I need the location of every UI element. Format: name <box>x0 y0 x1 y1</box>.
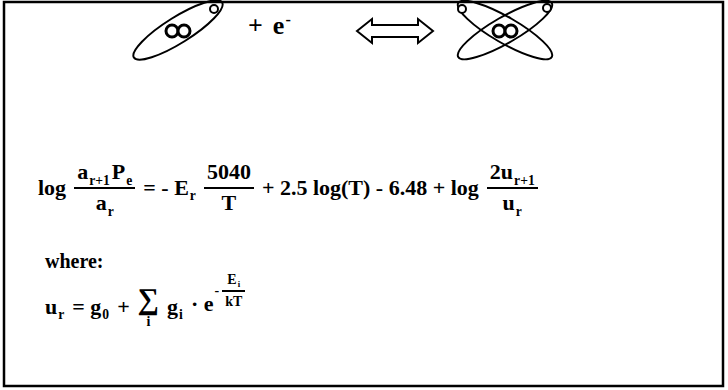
formula-text: 2u <box>490 160 513 184</box>
formula-text: P <box>112 160 125 184</box>
numerator: Ei <box>224 272 243 290</box>
formula-text: where: <box>45 250 104 272</box>
denominator: ar <box>74 187 135 215</box>
formula-text: 0 <box>102 307 109 322</box>
formula-row: ur= g0+∑igi· e-EikT <box>45 284 245 329</box>
formula-text: r <box>516 204 522 219</box>
formula-text: i <box>179 307 183 322</box>
formula-text: r <box>58 307 64 322</box>
numerator: 5040 <box>204 160 254 187</box>
formula-text: i <box>238 280 240 290</box>
formula-text: ∑ <box>138 284 159 314</box>
denominator: T <box>204 187 254 215</box>
denominator: ur <box>487 187 538 215</box>
formula-text: u <box>45 295 57 319</box>
formula-text: = g <box>72 295 101 319</box>
formula-text: + 2.5 log(T) - 6.48 + log <box>262 176 479 200</box>
formula-text: + <box>117 295 130 319</box>
formula-term: Pe <box>112 160 133 184</box>
fraction: ar+1Pear <box>74 160 135 215</box>
formula-term: gi <box>167 295 183 319</box>
formula-row: + e- <box>248 12 291 41</box>
formula-text: r <box>190 188 196 203</box>
formula-term: Ei <box>227 272 240 287</box>
formula-term: ur <box>503 191 522 215</box>
formula-term: · e-EikT <box>191 288 245 326</box>
formula-text: = - E <box>143 176 189 200</box>
formula-text: u <box>503 191 515 215</box>
formula-text: 5040 <box>207 160 251 184</box>
numerator: 2ur+1 <box>487 160 538 187</box>
formula-text: T <box>222 191 237 215</box>
formula-text: kT <box>225 294 242 309</box>
formula-text: log <box>38 176 66 200</box>
formula-text: - <box>285 11 290 29</box>
formula-text: i <box>146 314 150 329</box>
denominator: kT <box>222 290 245 309</box>
formula-row: logar+1Pear= - Er5040T+ 2.5 log(T) - 6.4… <box>38 160 538 215</box>
formula-text: e <box>126 173 132 188</box>
summation: ∑i <box>138 284 159 329</box>
formula-term: ar+1 <box>77 160 110 184</box>
fraction: 2ur+1 ur <box>487 160 538 215</box>
formula-term: e- <box>273 12 291 41</box>
ion-atom <box>127 0 229 69</box>
fraction: Ei kT <box>222 272 245 310</box>
exponent: -Ei kT <box>215 272 246 310</box>
formula-term: ar <box>96 191 114 215</box>
formula-text: + <box>248 12 263 41</box>
formula-text: g <box>167 295 178 319</box>
frame <box>4 2 723 386</box>
numerator: ar+1Pe <box>74 160 135 187</box>
formula-text: E <box>227 272 236 287</box>
formula-text: a <box>96 191 107 215</box>
equilibrium-arrow <box>357 19 433 43</box>
fraction: 5040T <box>204 160 254 215</box>
formula-text: · e <box>191 292 214 316</box>
formula-text: e <box>273 12 285 41</box>
neutral-atom <box>452 0 559 68</box>
formula-text: - <box>215 283 220 298</box>
formula-row: where: <box>45 250 104 272</box>
formula-text: a <box>77 160 88 184</box>
formula-term: = - Er <box>143 176 196 200</box>
formula-term: 2ur+1 <box>490 160 535 184</box>
formula-term: = g0 <box>72 295 109 319</box>
formula-text: r+1 <box>89 173 110 188</box>
formula-text: r+1 <box>514 173 535 188</box>
formula-term: ur <box>45 295 64 319</box>
formula-text: r <box>108 204 114 219</box>
